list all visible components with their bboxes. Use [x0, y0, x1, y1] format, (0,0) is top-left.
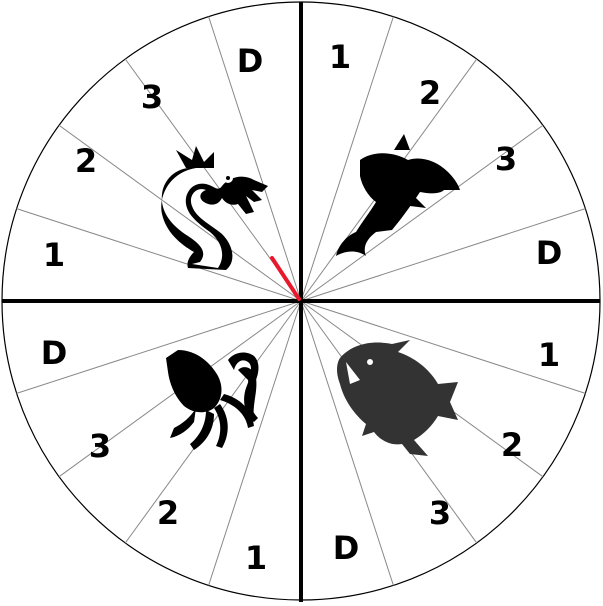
shark-icon — [337, 340, 458, 456]
segment-line — [300, 208, 586, 302]
segment-line — [300, 300, 394, 586]
segment-line — [208, 16, 302, 302]
segment-line — [300, 16, 394, 302]
segment-label-bl-2: 2 — [157, 494, 179, 532]
segment-label-tl-1: 1 — [43, 236, 65, 274]
segment-label-tr-3: 3 — [495, 140, 517, 178]
segment-label-tr-2: 2 — [419, 74, 441, 112]
squid-icon — [166, 350, 259, 450]
segment-line — [300, 124, 544, 302]
segment-label-bl-3: 3 — [89, 427, 111, 465]
segment-line — [16, 208, 302, 302]
segment-label-tr-d: D — [536, 234, 563, 272]
segment-label-br-3: 3 — [429, 494, 451, 532]
segment-label-bl-d: D — [41, 334, 68, 372]
segment-line — [58, 124, 302, 302]
spinner-needle[interactable] — [270, 256, 301, 301]
segment-label-tr-1: 1 — [329, 38, 351, 76]
segment-line — [16, 300, 302, 394]
segment-label-tl-3: 3 — [141, 78, 163, 116]
segment-label-tl-2: 2 — [75, 142, 97, 180]
sea-serpent-icon — [161, 146, 268, 270]
segment-label-br-2: 2 — [501, 426, 523, 464]
dolphin-icon — [336, 134, 460, 256]
segment-label-br-1: 1 — [538, 336, 560, 374]
segment-label-bl-1: 1 — [245, 539, 267, 577]
segment-line — [300, 300, 586, 394]
segment-label-tl-d: D — [237, 42, 264, 80]
segment-line — [208, 300, 302, 586]
segment-label-br-d: D — [333, 529, 360, 567]
